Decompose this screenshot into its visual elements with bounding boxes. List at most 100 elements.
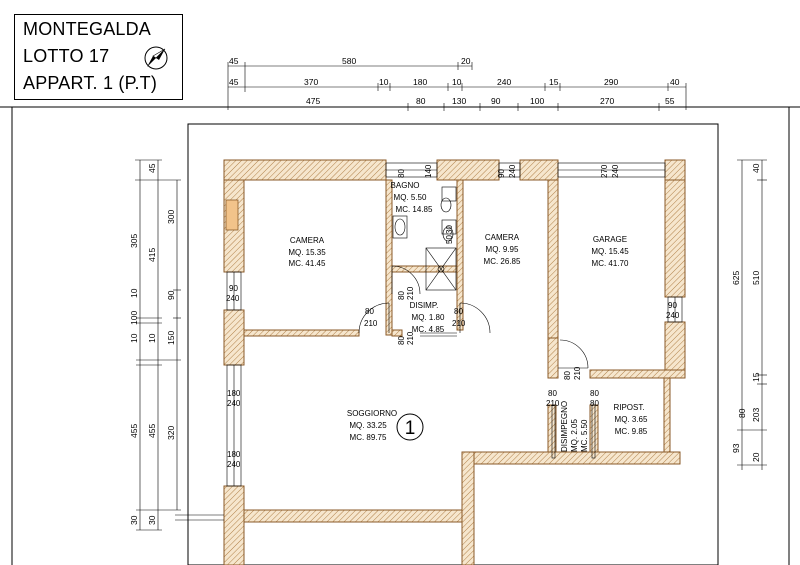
room-camera1-volume: MC. 41.45 [289,259,326,268]
opening-label-8: 240 [226,294,240,303]
top-dimensions [227,62,687,111]
dim-top-1-b: 580 [342,56,356,66]
dim-left-415: 415 [147,248,157,262]
room-ripost-volume: MC. 9.85 [615,427,648,436]
wall-disimp-bottom [391,329,403,337]
wall-lower-right [461,451,681,465]
dim-left-150: 150 [166,331,176,345]
wall-left-lower [223,485,245,565]
wall-top-mid [436,159,500,181]
dim-top-3-f: 270 [600,96,614,106]
dim-right-625: 625 [731,271,741,285]
wall-camera2-right [547,179,559,339]
opening-label-13: 90 [668,301,677,310]
wall-lower-left [243,509,463,523]
opening-label-30: 30 [445,225,454,234]
dim-left-30a: 30 [129,515,139,525]
wall-disimpegno-left [547,337,559,379]
room-bagno-volume: MC. 14.85 [396,205,433,214]
room-camera2-area: MQ. 9.95 [486,245,519,254]
opening-label-18: 210 [406,331,415,345]
doors [358,265,596,459]
opening-label-2: 140 [424,164,433,178]
dim-top-1-a: 45 [229,56,239,66]
wall-disimpegno-right [589,404,599,459]
dim-top-3-b: 80 [416,96,426,106]
wall-top-mid2 [519,159,559,181]
opening-label-11: 80 [454,307,463,316]
dim-left-300: 300 [166,210,176,224]
dim-top-2-i: 40 [670,77,680,87]
lot-boundary [187,123,719,565]
dim-top-2-a: 45 [229,77,239,87]
dim-left-305: 305 [129,234,139,248]
opening-label-12: 210 [452,319,466,328]
room-garage-name: GARAGE [593,235,627,244]
opening-label-5: 270 [600,164,609,178]
opening-label-21: 80 [548,389,557,398]
opening-label-19: 80 [563,371,572,380]
opening-label-14: 240 [666,311,680,320]
dim-top-2-b: 370 [304,77,318,87]
opening-label-23: 80 [590,389,599,398]
dim-top-2-d: 180 [413,77,427,87]
room-bagno-name: BAGNO [391,181,420,190]
opening-label-17: 80 [397,336,406,345]
wall-camera-bottom [243,329,360,337]
wall-garage-right-lower [664,321,686,371]
room-disimpegno-name: DISIMPEGNO [560,401,569,452]
wall-garage-right-upper [664,179,686,298]
dim-top-3-g: 55 [665,96,675,106]
dim-top-2-h: 290 [604,77,618,87]
wall-bathroom-left [385,179,393,336]
chimney [225,199,239,231]
dim-left-10a: 10 [129,288,139,298]
dim-top-1-c: 20 [461,56,471,66]
right-dimensions [737,159,767,470]
dim-right-510: 510 [751,271,761,285]
room-bagno-area: MQ. 5.50 [394,193,427,202]
opening-label-4: 240 [508,164,517,178]
room-camera1-area: MQ. 15.35 [288,248,326,257]
room-camera1-name: CAMERA [290,236,325,245]
left-dimensions [135,159,181,531]
bathroom-fixtures [392,186,457,291]
room-soggiorno-area: MQ. 33.25 [349,421,387,430]
room-camera2-volume: MC. 26.85 [484,257,521,266]
opening-label-22: 210 [546,399,560,408]
opening-label-9: 80 [365,307,374,316]
wall-top-left [223,159,387,181]
dim-top-2-g: 15 [549,77,559,87]
wall-lower-right-vertical [461,451,475,565]
room-soggiorno-name: SOGGIORNO [347,409,397,418]
opening-label-24: 80 [590,399,599,408]
dim-top-2-e: 10 [452,77,462,87]
room-soggiorno-volume: MC. 89.75 [350,433,387,442]
dim-left-10b: 10 [129,333,139,343]
dim-left-90: 90 [166,290,176,300]
dim-left-30b: 30 [147,515,157,525]
wall-left-mid [223,309,245,366]
wall-ripost-right [663,377,671,459]
opening-label-6: 240 [611,164,620,178]
title-town: MONTEGALDA [23,19,152,39]
dim-left-455b: 455 [147,424,157,438]
opening-label-7: 90 [229,284,238,293]
room-camera2-name: CAMERA [485,233,520,242]
dim-left-45: 45 [147,163,157,173]
apartment-number-circle [396,413,424,441]
room-disimpegno-area: MQ. 2.05 [570,419,579,452]
room-disimpegno-volume: MC. 5.50 [580,419,589,452]
dim-top-3-a: 475 [306,96,320,106]
dim-left-320: 320 [166,426,176,440]
dim-right-40: 40 [751,163,761,173]
opening-label-27: 180 [227,450,241,459]
room-garage-area: MQ. 15.45 [591,247,629,256]
room-ripost-name: RIPOST. [613,403,644,412]
room-garage-volume: MC. 41.70 [592,259,629,268]
dim-right-15: 15 [751,372,761,382]
opening-label-28: 240 [227,460,241,469]
opening-label-25: 180 [227,389,241,398]
wall-top-right [664,159,686,181]
